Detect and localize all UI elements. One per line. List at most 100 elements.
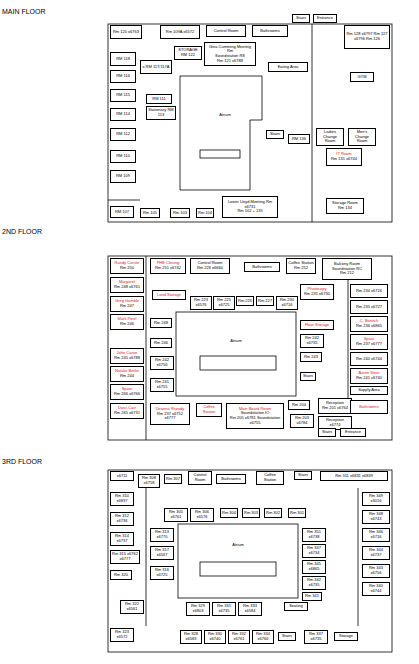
room-box: Rm 328 x6583 bbox=[180, 630, 202, 644]
room-box: Coffee Station bbox=[256, 471, 284, 485]
room-box: RM 116 bbox=[110, 70, 136, 83]
room-box: Gina Cumming Meeting RmSoundstation RSRm… bbox=[204, 42, 256, 66]
room-label: Coffee Station bbox=[258, 473, 282, 482]
room-label: Rm 226 x6660 bbox=[197, 266, 223, 271]
room-label: Bathrooms bbox=[359, 405, 378, 410]
floor-heading: 3RD FLOOR bbox=[2, 458, 42, 466]
room-label: Rm 341 bbox=[305, 594, 319, 599]
room-box: Rm 203 x6784 bbox=[290, 414, 314, 428]
room-label: Rm 105 bbox=[143, 211, 157, 216]
room-label: Rm 109A x6572 bbox=[166, 30, 194, 35]
room-label: Rm 237 x6777 bbox=[356, 342, 382, 347]
room-box: ReceptionRm 201 x6764 bbox=[318, 398, 352, 414]
room-label: Rm 245 x6788 bbox=[114, 356, 140, 361]
room-box: Stairs bbox=[294, 471, 312, 480]
room-label: RM 114 bbox=[116, 112, 130, 117]
room-box: Rm 348 x6743 bbox=[362, 510, 390, 524]
room-box: Stairs bbox=[266, 130, 284, 139]
room-box: Rm 340 x6744 bbox=[362, 582, 390, 596]
room-label: Rm 346 x6716 bbox=[364, 530, 388, 539]
room-label: Rm 337 x6735 bbox=[306, 632, 326, 641]
room-label: Seating bbox=[289, 604, 303, 609]
room-box: Deanna SheedyRm 237 x6752 x6777 bbox=[150, 403, 190, 425]
room-label: Gina Cumming Meeting Rm bbox=[206, 45, 254, 54]
room-label: Rm 242 x6756 bbox=[152, 358, 172, 367]
room-box: SpareRm 237 x6777 bbox=[350, 334, 388, 350]
main-skylight bbox=[200, 150, 240, 158]
room-box: RM 118 bbox=[110, 52, 136, 66]
room-box: Rm 242 x6756 bbox=[150, 356, 174, 370]
room-box: RM 107 bbox=[110, 206, 134, 218]
room-box: Rm 320 bbox=[110, 570, 132, 580]
room-label: Entrance bbox=[317, 16, 333, 21]
room-box: RM 115 bbox=[110, 89, 136, 102]
room-box: Rm 333 x6584 bbox=[238, 602, 262, 616]
room-box: Rm 312 x6736 bbox=[110, 512, 134, 526]
room-box: Rm 243 bbox=[300, 352, 322, 362]
room-label: Rm 323 x6572 bbox=[112, 630, 132, 639]
room-label: Rm 230 x6716 bbox=[278, 298, 296, 307]
room-label: Rm 226 bbox=[238, 299, 252, 304]
room-box: Rm 225 x6725 bbox=[213, 296, 235, 310]
room-label: Rm 244 bbox=[120, 374, 134, 379]
second-skylight bbox=[200, 356, 276, 370]
room-label: Rm 328 x6583 bbox=[182, 632, 200, 641]
room-box: Rm 223 x6576 bbox=[190, 296, 212, 310]
room-label: Stairs bbox=[270, 132, 280, 137]
room-label: Rm 333 x6584 bbox=[240, 604, 260, 613]
floor-heading: MAIN FLOOR bbox=[2, 8, 46, 16]
room-box: Rm 246 bbox=[150, 338, 172, 348]
room-label: Rm 223 x6576 bbox=[192, 298, 210, 307]
room-label: RM 110 bbox=[116, 154, 130, 159]
room-box: Rm 242 x6735 bbox=[300, 334, 324, 348]
room-label: Bathrooms bbox=[221, 477, 240, 482]
room-label: Rm 343 x6756 bbox=[364, 566, 388, 575]
room-label: Rm 301 bbox=[290, 511, 304, 516]
room-box: Bathrooms bbox=[216, 474, 246, 484]
room-box: Rm 103 bbox=[170, 208, 190, 218]
room-label: Rm 329 x6803 bbox=[188, 604, 208, 613]
room-label: Rm 225 x6725 bbox=[215, 298, 233, 307]
room-box: Seating bbox=[284, 602, 308, 611]
room-label: Rm 241 x6755 bbox=[152, 380, 172, 389]
room-label: Coffee Station bbox=[198, 405, 220, 414]
room-label: Rm 242 x6735 bbox=[302, 336, 322, 345]
room-box: Rm 317 x6567 bbox=[150, 546, 174, 560]
room-box: Bathrooms bbox=[252, 25, 288, 37]
room-box: Rm 349 x3016 bbox=[362, 492, 390, 506]
room-box: RM 136 bbox=[288, 134, 310, 144]
room-box: Rm 227 bbox=[256, 296, 274, 306]
room-box: RM 114 bbox=[110, 108, 136, 121]
room-box: Rm 322 x6561 bbox=[120, 600, 144, 614]
room-label: Rm 345 x6865 bbox=[304, 562, 324, 571]
room-label: Stairs bbox=[282, 634, 292, 639]
room-label: Rm 304 bbox=[222, 511, 236, 516]
room-box: Rm 240 x6744 bbox=[350, 352, 388, 366]
room-box: Rm 331 x6735 bbox=[212, 602, 236, 616]
room-label: Rm 331 x6735 bbox=[214, 604, 234, 613]
room-box: John CarterRm 245 x6788 bbox=[110, 348, 144, 364]
room-label: Rm 314 x6737 bbox=[112, 534, 132, 543]
room-label: x RM 117/117A bbox=[143, 65, 170, 70]
room-box: Entrance bbox=[313, 14, 337, 23]
room-box: Rm 351 x6738 bbox=[302, 528, 326, 542]
room-label: Rm 334 x6766 bbox=[254, 632, 272, 641]
room-label: Atrium bbox=[232, 543, 244, 548]
room-box: Control Room bbox=[206, 25, 246, 37]
room-box: Coffee StationRm 252 bbox=[286, 258, 316, 274]
room-box: x6711 bbox=[110, 471, 134, 481]
room-box: Rm 226 bbox=[236, 296, 254, 306]
room-box: Stairs bbox=[278, 632, 296, 641]
room-label: Rm 128 x6797 Rm 127 x6796 Rm 126 bbox=[346, 32, 388, 41]
room-label: x6711 bbox=[117, 474, 128, 479]
room-box: Rm 310 x6837 bbox=[110, 492, 134, 506]
room-box: Atrium bbox=[221, 336, 251, 346]
room-box: RM 112 bbox=[110, 128, 136, 141]
room-box: Stairs bbox=[300, 372, 316, 381]
room-label: GYM bbox=[357, 75, 366, 80]
room-label: Bathrooms bbox=[252, 265, 271, 270]
room-label: Rm 332 x6761 bbox=[230, 632, 248, 641]
room-label: Rm 320 bbox=[114, 573, 128, 578]
room-label: Entrance bbox=[345, 430, 361, 435]
room-label: Storage bbox=[339, 634, 353, 639]
